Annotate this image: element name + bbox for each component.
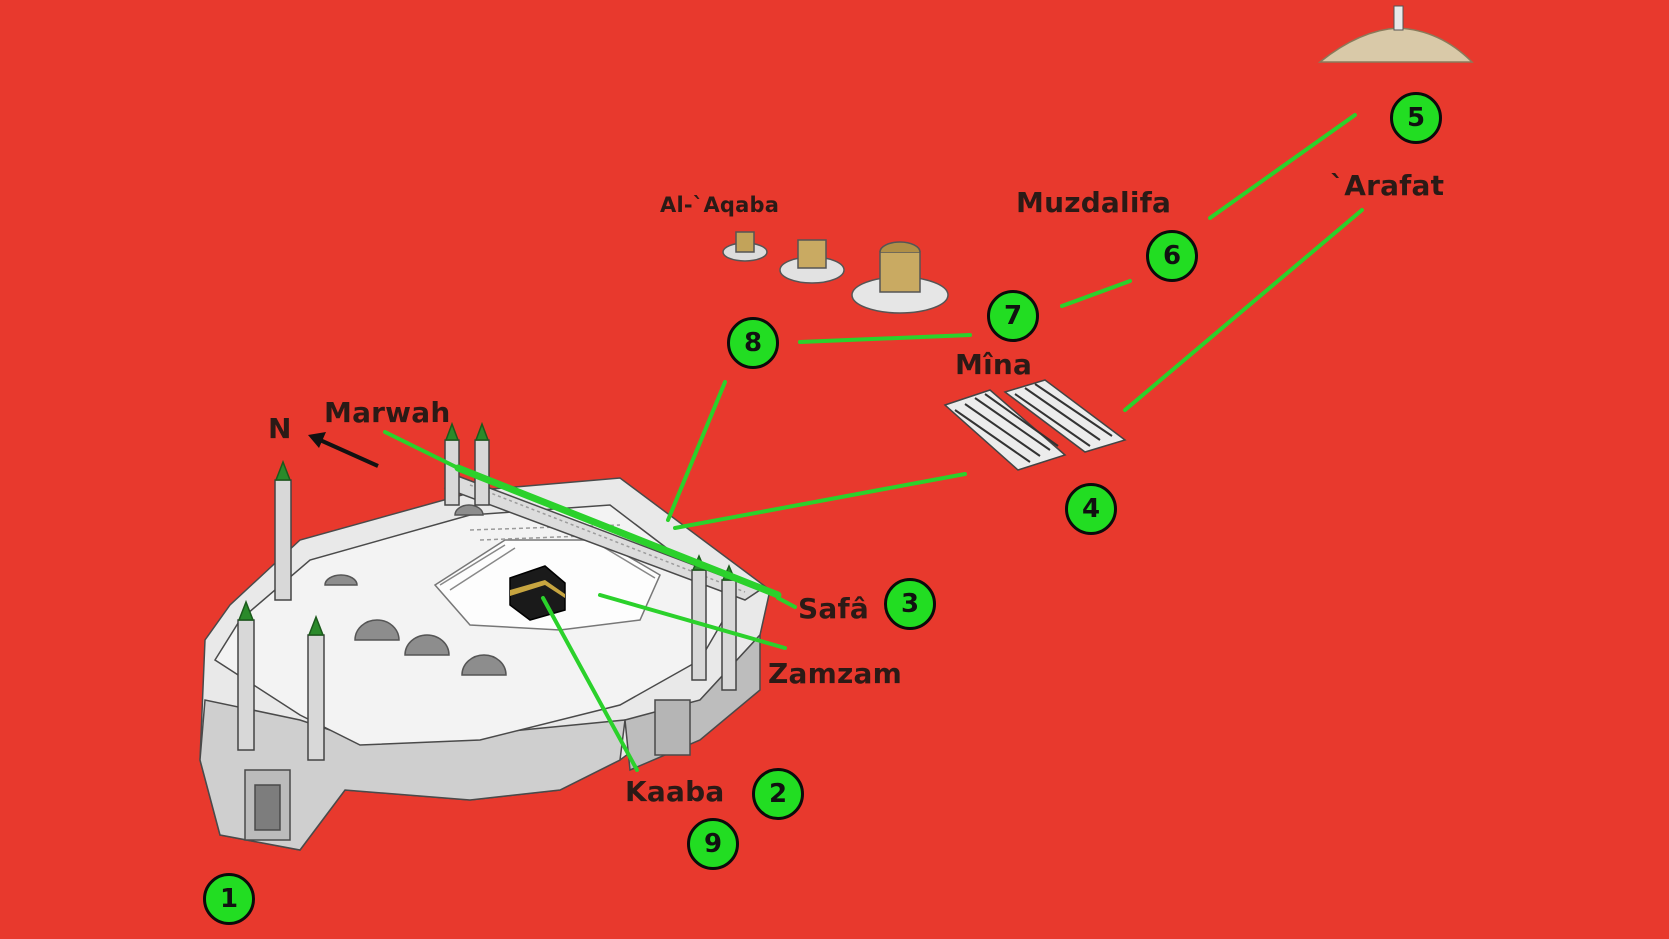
masjid-al-haram-illustration	[199, 421, 771, 851]
jamarat-pillars-illustration	[722, 231, 949, 314]
north-label: N	[268, 412, 292, 445]
muzdalifa-label: Muzdalifa	[1016, 186, 1172, 219]
north-arrow-icon	[308, 432, 379, 468]
mina-tents-illustration	[943, 379, 1127, 471]
marker-3: 3	[884, 578, 936, 630]
arafat-label: `Arafat	[1330, 169, 1445, 202]
mount-arafat-illustration	[1317, 5, 1474, 63]
marker-7: 7	[987, 290, 1039, 342]
mina-label: Mîna	[955, 348, 1033, 381]
marker-9: 9	[687, 818, 739, 870]
marker-6: 6	[1146, 230, 1198, 282]
route-lines	[383, 113, 1364, 772]
zamzam-label: Zamzam	[768, 657, 902, 690]
marker-2: 2	[752, 768, 804, 820]
kaaba-label: Kaaba	[625, 775, 725, 808]
marker-8: 8	[727, 317, 779, 369]
safa-label: Safâ	[798, 592, 869, 625]
marker-4: 4	[1065, 483, 1117, 535]
al-aqaba-label: Al-`Aqaba	[660, 193, 780, 217]
marker-5: 5	[1390, 92, 1442, 144]
marker-1: 1	[203, 873, 255, 925]
marwah-label: Marwah	[324, 396, 451, 429]
